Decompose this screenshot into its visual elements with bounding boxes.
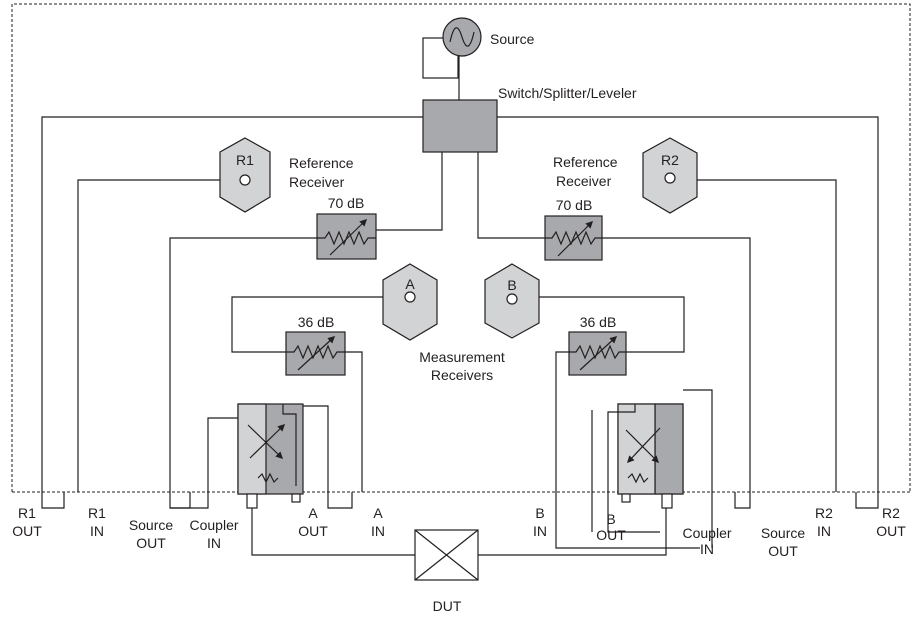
r1-out-label-1: R1 bbox=[18, 505, 36, 521]
source-label: Source bbox=[490, 31, 535, 47]
r2-receiver-label: R2 bbox=[661, 152, 679, 168]
a-in-label-2: IN bbox=[371, 523, 385, 539]
att70-right bbox=[544, 215, 603, 261]
att36-left-to-a-in bbox=[345, 351, 363, 492]
left-directional-coupler bbox=[237, 403, 304, 509]
reference-receiver-left-line2: Receiver bbox=[289, 174, 345, 190]
r2-in-wire bbox=[671, 179, 837, 492]
source-out-right-label-1: Source bbox=[761, 525, 806, 541]
b-out-label-1: B bbox=[606, 511, 615, 527]
left-coupler-a-out-wire bbox=[282, 404, 297, 486]
receiver-a-wire bbox=[231, 296, 395, 353]
r2-in-label-1: R2 bbox=[815, 505, 833, 521]
att36-left-label: 36 dB bbox=[298, 314, 335, 330]
coupler-in-to-dut-left bbox=[251, 508, 415, 556]
r1-receiver-label: R1 bbox=[236, 152, 254, 168]
right-coupler-b-out-wire bbox=[607, 404, 660, 533]
coupler-in-right-label-1: Coupler bbox=[682, 525, 731, 541]
att36-left bbox=[285, 331, 346, 376]
a-out-loop bbox=[303, 405, 353, 509]
switch-to-att70-right-wire bbox=[477, 152, 545, 239]
b-in-label-2: IN bbox=[533, 523, 547, 539]
r2-out-label-2: OUT bbox=[876, 523, 906, 539]
coupler-in-left-label-2: IN bbox=[207, 535, 221, 551]
att36-right-to-b-in bbox=[555, 351, 569, 492]
att70-right-label: 70 dB bbox=[556, 197, 593, 213]
b-in-loop bbox=[555, 492, 700, 549]
source-out-left-label-1: Source bbox=[129, 517, 174, 533]
r1-out-label-2: OUT bbox=[12, 523, 42, 539]
measurement-receivers-line1: Measurement bbox=[419, 349, 505, 365]
a-out-label-2: OUT bbox=[298, 523, 328, 539]
source-out-right-label-2: OUT bbox=[768, 543, 798, 559]
a-receiver-port bbox=[404, 291, 416, 303]
r2-out-label-1: R2 bbox=[882, 505, 900, 521]
switch-to-att70-left-wire bbox=[376, 152, 443, 231]
right-directional-coupler bbox=[617, 403, 684, 509]
b-receiver-port bbox=[506, 293, 518, 305]
dut-block bbox=[414, 529, 479, 581]
r1-in-label-1: R1 bbox=[88, 505, 106, 521]
r2-receiver-port bbox=[664, 172, 676, 184]
att70-right-to-source-out bbox=[602, 237, 751, 509]
r1-in-label-2: IN bbox=[90, 523, 104, 539]
a-out-label-1: A bbox=[308, 505, 318, 521]
right-coupler-source-wire bbox=[683, 389, 713, 548]
a-receiver-label: A bbox=[405, 276, 415, 292]
source-out-left-label-2: OUT bbox=[136, 535, 166, 551]
att70-left bbox=[316, 213, 377, 260]
coupler-in-right-label-2: IN bbox=[700, 541, 714, 557]
left-coupler-source-wire bbox=[170, 417, 238, 509]
reference-receiver-right-line1: Reference bbox=[553, 154, 618, 170]
reference-receiver-right-line2: Receiver bbox=[556, 173, 612, 189]
r1-in-wire bbox=[77, 179, 242, 492]
b-out-label-2: OUT bbox=[596, 527, 626, 543]
source-oscillator bbox=[422, 17, 482, 100]
switch-splitter-leveler bbox=[422, 99, 498, 153]
r2-out-wire bbox=[497, 116, 879, 509]
dut-label: DUT bbox=[433, 598, 462, 614]
b-receiver-label: B bbox=[507, 277, 516, 293]
att36-right-label: 36 dB bbox=[580, 314, 617, 330]
att70-left-label: 70 dB bbox=[328, 195, 365, 211]
r2-in-label-2: IN bbox=[817, 523, 831, 539]
measurement-receivers-line2: Receivers bbox=[431, 367, 493, 383]
receiver-b-wire bbox=[526, 296, 685, 353]
att36-right bbox=[568, 331, 627, 376]
coupler-in-to-dut-right bbox=[478, 508, 667, 556]
b-in-label-1: B bbox=[535, 505, 544, 521]
r1-out-wire bbox=[41, 116, 423, 509]
a-in-label-1: A bbox=[373, 505, 383, 521]
reference-receiver-left-line1: Reference bbox=[289, 155, 354, 171]
switch-label: Switch/Splitter/Leveler bbox=[498, 85, 637, 101]
coupler-in-left-label-1: Coupler bbox=[189, 517, 238, 533]
r1-receiver-port bbox=[239, 174, 251, 186]
instrument-boundary bbox=[11, 3, 911, 492]
